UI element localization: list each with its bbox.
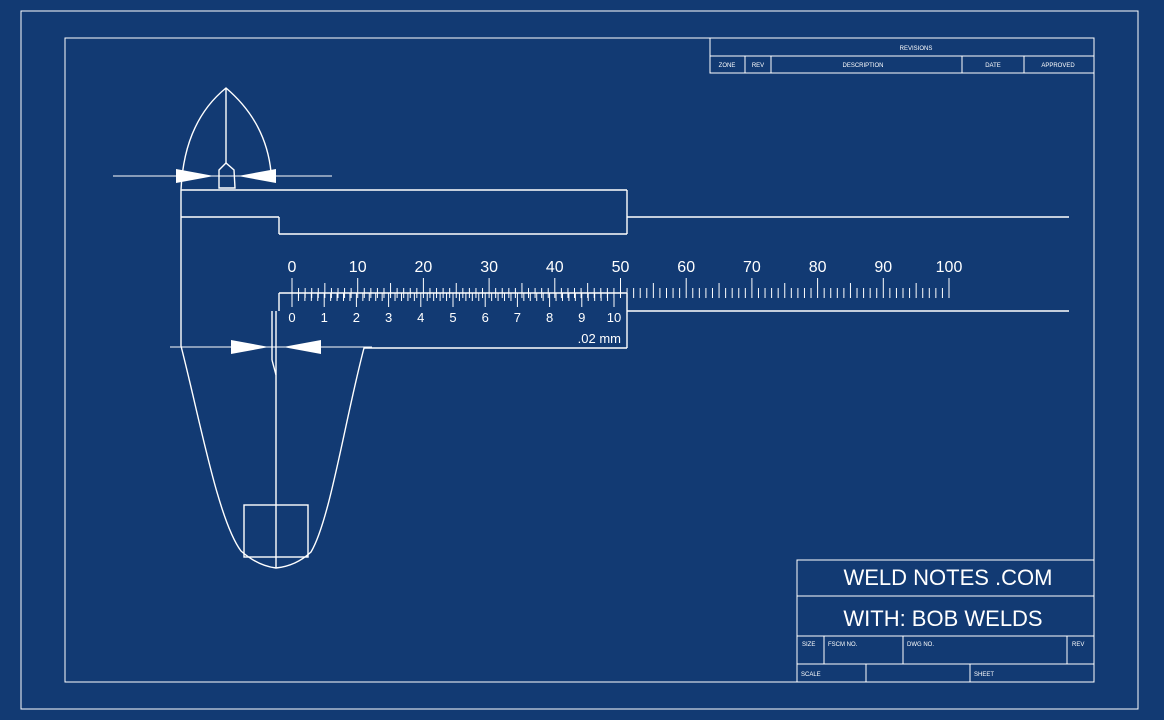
vernier-label: 4 xyxy=(417,310,424,325)
main-scale-label: 50 xyxy=(612,259,630,276)
revisions-title: REVISIONS xyxy=(900,46,933,52)
depth-rod-block xyxy=(243,504,309,558)
main-scale-label: 0 xyxy=(288,259,297,276)
scale-label: SCALE xyxy=(801,672,821,678)
outside-dimension-arrows xyxy=(170,340,372,354)
main-scale-label: 30 xyxy=(480,259,498,276)
vernier-scale-labels: 0 1 2 3 4 5 6 7 8 9 10 xyxy=(288,310,621,325)
fscm-label: FSCM NO. xyxy=(828,642,858,648)
vernier-label: 2 xyxy=(353,310,360,325)
caliper-drawing: 0 10 20 30 40 50 60 70 80 90 100 0 1 2 3 4 5 6 7 8 9 10 .02 … xyxy=(113,87,1069,569)
vernier-label: 1 xyxy=(321,310,328,325)
main-beam xyxy=(180,189,1069,346)
inside-dimension-arrows xyxy=(113,169,332,183)
vernier-label: 8 xyxy=(546,310,553,325)
main-scale-label: 10 xyxy=(349,259,367,276)
revisions-col-date: DATE xyxy=(985,63,1001,69)
main-scale-label: 20 xyxy=(415,259,433,276)
main-scale-label: 80 xyxy=(809,259,827,276)
vernier-label: 10 xyxy=(607,310,621,325)
main-scale-label: 70 xyxy=(743,259,761,276)
rev-label: REV xyxy=(1072,642,1084,648)
main-scale-label: 100 xyxy=(936,259,963,276)
revisions-table: REVISIONS ZONE REV DESCRIPTION DATE APPR… xyxy=(709,37,1095,74)
main-scale-label: 60 xyxy=(677,259,695,276)
main-scale-label: 40 xyxy=(546,259,564,276)
vernier-scale-ticks xyxy=(291,293,615,307)
sheet-label: SHEET xyxy=(974,672,994,678)
size-label: SIZE xyxy=(802,642,815,648)
vernier-label: 6 xyxy=(482,310,489,325)
revisions-col-zone: ZONE xyxy=(719,63,736,69)
vernier-label: 7 xyxy=(514,310,521,325)
title-block: WELD NOTES .COM WITH: BOB WELDS SIZE FSC… xyxy=(796,559,1095,683)
inner-border xyxy=(64,37,1095,683)
dwg-label: DWG NO. xyxy=(907,642,934,648)
revisions-col-description: DESCRIPTION xyxy=(842,63,883,69)
resolution-label: .02 mm xyxy=(578,331,621,346)
inside-jaw-tip xyxy=(218,162,236,189)
revisions-col-rev: REV xyxy=(752,63,764,69)
vernier-label: 3 xyxy=(385,310,392,325)
title-line-2: WITH: BOB WELDS xyxy=(843,606,1042,631)
vernier-label: 9 xyxy=(578,310,585,325)
outer-border xyxy=(20,10,1139,710)
title-line-1: WELD NOTES .COM xyxy=(843,565,1052,590)
vernier-label: 5 xyxy=(449,310,456,325)
main-scale-ticks xyxy=(291,278,950,298)
main-scale-label: 90 xyxy=(874,259,892,276)
revisions-col-approved: APPROVED xyxy=(1041,63,1075,69)
main-scale-labels: 0 10 20 30 40 50 60 70 80 90 100 xyxy=(288,259,963,276)
vernier-label: 0 xyxy=(288,310,295,325)
